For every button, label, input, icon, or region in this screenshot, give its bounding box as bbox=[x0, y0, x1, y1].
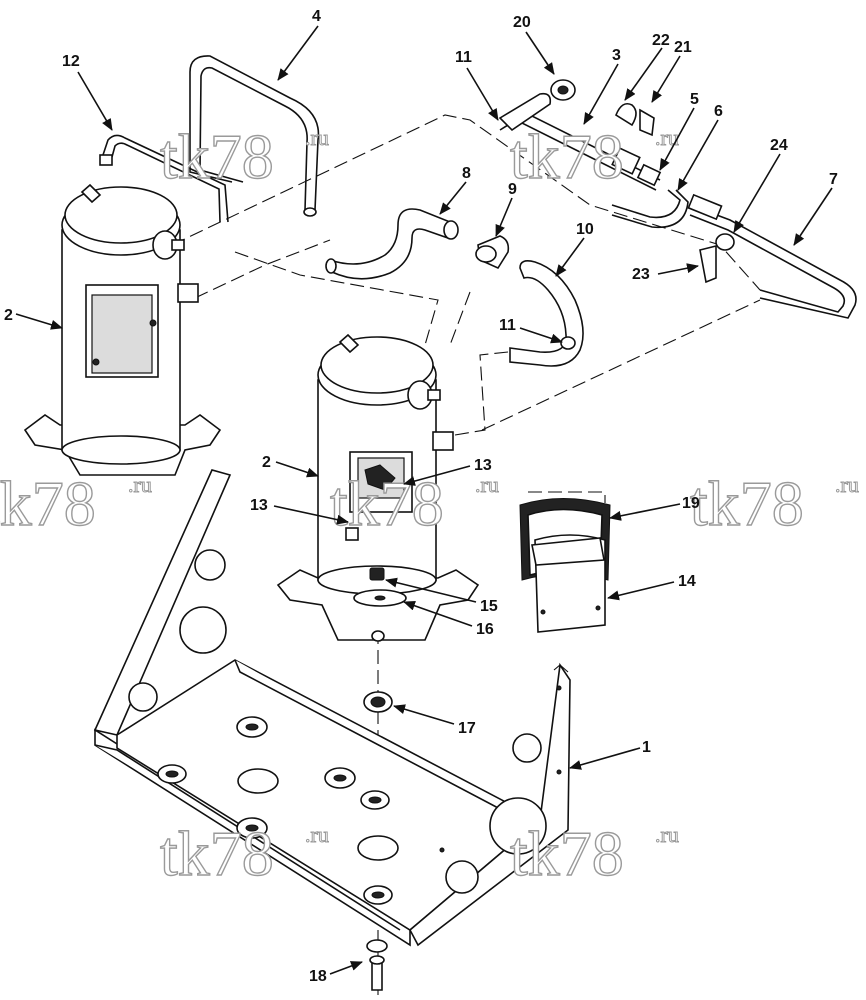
bracket-23-24 bbox=[699, 233, 735, 284]
watermark-text: tk78 bbox=[330, 468, 444, 539]
compressor-right bbox=[276, 333, 480, 641]
callout-24: 24 bbox=[770, 137, 788, 154]
tube-4 bbox=[189, 55, 320, 217]
watermark-sup: .ru bbox=[835, 472, 859, 497]
callout-22: 22 bbox=[652, 32, 670, 49]
callout-11-top: 11 bbox=[455, 49, 472, 66]
panels-19-14 bbox=[519, 498, 611, 633]
mount-hardware bbox=[353, 567, 407, 991]
tube-7 bbox=[687, 193, 857, 319]
watermark-text: tk78 bbox=[690, 468, 804, 539]
tube-3-assembly bbox=[498, 92, 662, 191]
watermark-sup: .ru bbox=[305, 125, 329, 150]
watermark-text: tk78 bbox=[160, 818, 274, 889]
fitting-9 bbox=[475, 235, 510, 270]
callout-7: 7 bbox=[829, 171, 838, 188]
callout-23: 23 bbox=[632, 266, 650, 283]
callout-19: 19 bbox=[682, 495, 700, 512]
callout-3: 3 bbox=[612, 47, 621, 64]
watermark-text: tk78 bbox=[0, 468, 96, 539]
tube-12 bbox=[99, 134, 229, 223]
watermark-sup: .ru bbox=[475, 472, 499, 497]
watermark-text: tk78 bbox=[510, 121, 624, 192]
callout-11-mid: 11 bbox=[499, 317, 516, 334]
callout-10: 10 bbox=[576, 221, 594, 238]
watermark-sup: .ru bbox=[305, 822, 329, 847]
callout-13-left: 13 bbox=[250, 497, 268, 514]
compressor-left bbox=[23, 183, 222, 476]
tube-10 bbox=[509, 260, 584, 367]
cradle-frame bbox=[93, 469, 571, 947]
callout-15: 15 bbox=[480, 598, 498, 615]
callout-4: 4 bbox=[312, 8, 321, 25]
callout-1: 1 bbox=[642, 739, 651, 756]
callout-16: 16 bbox=[476, 621, 494, 638]
watermarks: tk78 .ru tk78 .ru tk78 .ru tk78 .ru tk78… bbox=[0, 120, 859, 889]
watermark-text: tk78 bbox=[510, 818, 624, 889]
callout-14: 14 bbox=[678, 573, 696, 590]
callout-5: 5 bbox=[690, 91, 699, 108]
callout-20: 20 bbox=[513, 14, 531, 31]
callout-8: 8 bbox=[462, 165, 471, 182]
callout-13-right: 13 bbox=[474, 457, 492, 474]
watermark-sup: .ru bbox=[655, 125, 679, 150]
callout-17: 17 bbox=[458, 720, 476, 737]
callout-21: 21 bbox=[674, 39, 692, 56]
watermark-sup: .ru bbox=[128, 472, 152, 497]
tube-8 bbox=[325, 208, 459, 280]
callout-6: 6 bbox=[714, 103, 723, 120]
grommet-20 bbox=[550, 79, 576, 101]
watermark-sup: .ru bbox=[655, 822, 679, 847]
callout-arrows bbox=[15, 25, 833, 975]
callout-9: 9 bbox=[508, 181, 517, 198]
callout-labels: 12 4 20 11 3 22 21 5 6 24 7 23 8 9 10 11… bbox=[4, 8, 838, 985]
clamp-21-22 bbox=[615, 102, 655, 137]
callout-12: 12 bbox=[62, 53, 80, 70]
callout-2-right: 2 bbox=[262, 454, 271, 471]
callout-18: 18 bbox=[309, 968, 327, 985]
tube-6 bbox=[611, 189, 689, 229]
watermark-text: tk78 bbox=[160, 121, 274, 192]
callout-2-left: 2 bbox=[4, 307, 13, 324]
